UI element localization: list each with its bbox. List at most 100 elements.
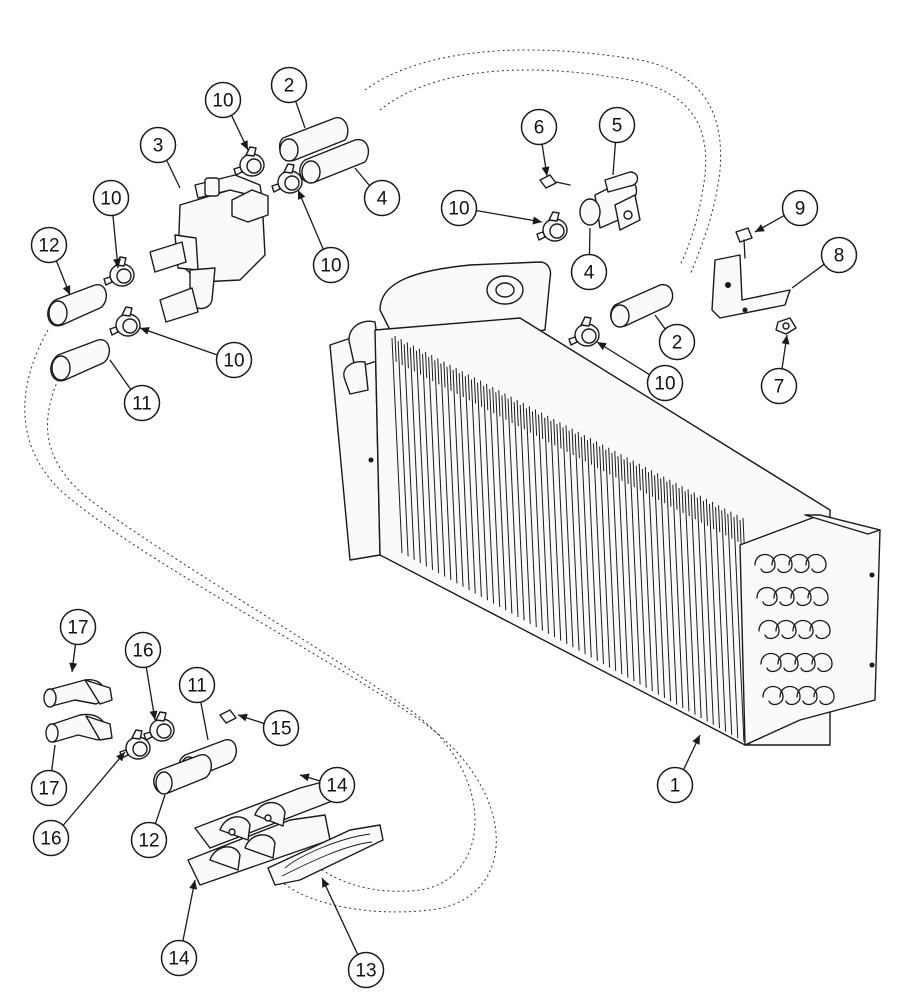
callout-circle: [124, 631, 162, 669]
callout-circle: [781, 189, 819, 227]
fin-edge: [559, 422, 562, 449]
callout-label: 10: [212, 91, 233, 112]
return-bend: [762, 685, 784, 706]
fin: [513, 401, 525, 621]
callout-label: 2: [284, 76, 295, 97]
clamp-bore: [116, 268, 132, 284]
callout: 15: [262, 709, 300, 747]
callout-label: 11: [187, 676, 207, 697]
fin: [623, 459, 635, 682]
callout-label: 16: [132, 641, 153, 662]
fin: [434, 360, 446, 577]
fin: [574, 433, 586, 655]
callout-label: 2: [672, 333, 683, 354]
leader-line: [476, 210, 543, 223]
fin-edge: [498, 390, 501, 417]
fin: [507, 398, 519, 618]
callout-circle: [318, 766, 356, 804]
fin: [544, 417, 556, 638]
fin: [538, 414, 550, 634]
fin: [690, 494, 702, 719]
fin-edge: [473, 377, 477, 404]
leader-arrowhead: [532, 216, 542, 225]
clamp-tab: [245, 146, 257, 157]
fin: [531, 411, 543, 631]
fin-edge: [510, 396, 513, 423]
clamp-ear: [271, 183, 281, 193]
leader-arrowhead: [297, 190, 306, 200]
fin: [733, 516, 745, 742]
leader-arrowhead: [113, 258, 122, 268]
fin: [684, 491, 696, 715]
callout: 12: [30, 226, 68, 264]
return-bend: [756, 586, 778, 607]
leader-line: [321, 877, 359, 956]
fin-edge: [626, 457, 629, 484]
clamp-bore: [246, 158, 262, 174]
callout-circle: [598, 106, 636, 144]
callout-circle: [520, 108, 558, 146]
leader-arrowhead: [189, 880, 198, 890]
fin: [727, 513, 739, 739]
fin-edge: [412, 345, 416, 372]
callout-label: 10: [320, 256, 341, 277]
leader-line: [145, 665, 156, 721]
callout: 2: [270, 66, 308, 104]
fin-edge: [553, 418, 556, 446]
fin-edge: [602, 444, 605, 472]
callout: 10: [646, 364, 684, 402]
fin-edge: [595, 441, 599, 468]
leader-line: [596, 341, 650, 376]
fin-edge: [663, 476, 666, 504]
fin: [592, 443, 604, 665]
callout: 2: [658, 323, 696, 361]
return-bend: [811, 652, 833, 673]
water-valve: [149, 174, 269, 323]
fin: [470, 379, 482, 597]
callout: 17: [30, 769, 68, 807]
return-bend: [771, 553, 793, 574]
fin-edge: [486, 383, 489, 411]
fin-edge: [693, 492, 696, 520]
fin: [415, 350, 427, 567]
fin: [586, 440, 598, 661]
callout: 4: [363, 179, 401, 217]
fin-edge: [455, 367, 458, 394]
fin: [452, 369, 464, 587]
fin: [580, 436, 592, 658]
callout-circle: [215, 341, 253, 379]
clamp-bore: [581, 328, 597, 344]
fin-edge: [620, 454, 623, 481]
callout-circle: [139, 126, 177, 164]
hose-11-upper: [50, 339, 110, 382]
leader-line: [139, 327, 218, 356]
clamp-bore: [132, 741, 148, 757]
fin: [519, 405, 531, 624]
clamp-bore: [549, 223, 565, 239]
return-bend: [777, 652, 799, 673]
callout: 5: [598, 106, 636, 144]
callout-label: 3: [153, 136, 164, 157]
fin-edge: [730, 511, 733, 539]
fin: [660, 478, 672, 702]
fin: [483, 385, 495, 604]
return-bend: [796, 685, 818, 706]
fin: [562, 427, 574, 648]
fin-edge: [705, 498, 709, 526]
fin: [605, 449, 617, 671]
callout-label: 11: [132, 394, 152, 415]
fin: [550, 420, 562, 641]
fin-edge: [699, 495, 702, 523]
leader-arrowhead: [541, 166, 550, 176]
fin-edge: [571, 428, 574, 456]
fin-edge: [504, 393, 507, 420]
leader-line: [50, 744, 56, 773]
callout-label: 10: [448, 199, 469, 220]
leader-line: [297, 189, 325, 251]
return-bend: [790, 586, 812, 607]
clamp-bore: [122, 318, 138, 334]
fin-edge: [644, 466, 648, 494]
callout-label: 12: [138, 831, 159, 852]
fin-edge: [528, 406, 532, 433]
